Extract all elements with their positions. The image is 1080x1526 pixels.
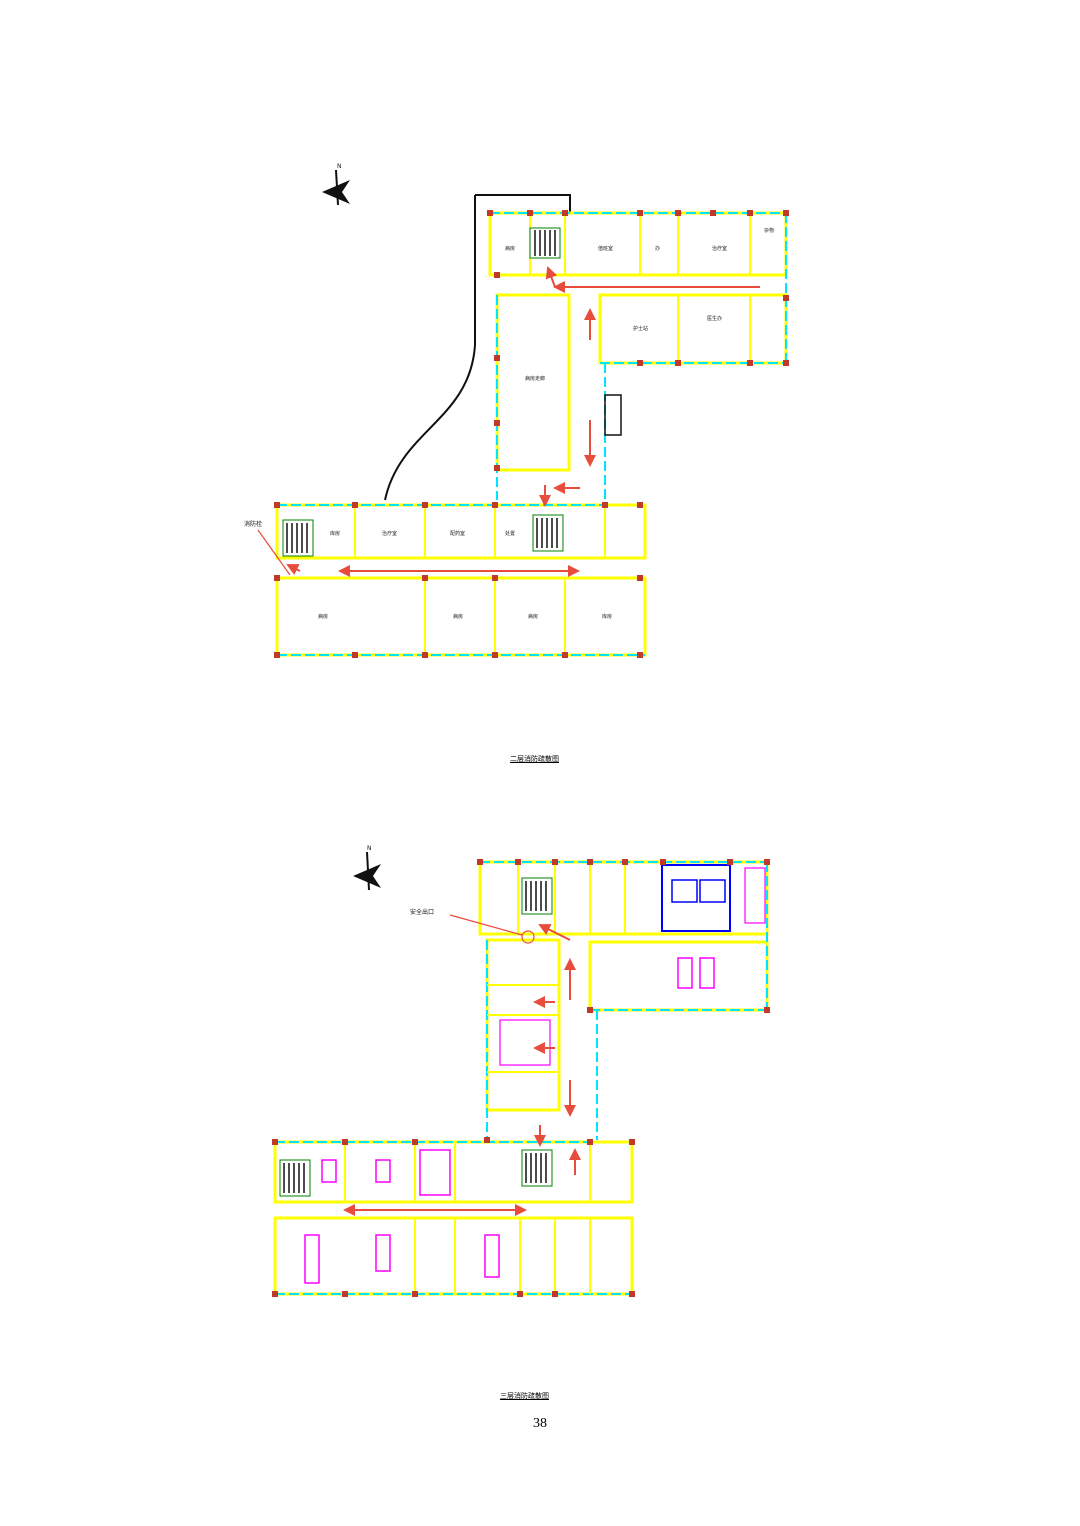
- stair-icon: [282, 519, 314, 557]
- floor-plan-lower: N: [272, 845, 770, 1297]
- room-label: 病房走廊: [525, 375, 545, 382]
- room-label: 护士站: [633, 325, 648, 332]
- callout-label: 安全出口: [410, 908, 434, 916]
- room-label: 病房: [505, 245, 515, 252]
- room-label: 库房: [330, 530, 340, 537]
- page-number: 38: [533, 1416, 547, 1431]
- north-arrow-icon: N: [322, 163, 350, 206]
- stair-icon: [532, 514, 564, 552]
- room-label: 病房: [318, 613, 328, 620]
- floor-plan-upper: N: [244, 163, 789, 658]
- stair-icon: [529, 227, 561, 259]
- room-label: 医生办: [707, 315, 722, 322]
- column-icon: [272, 859, 770, 1297]
- figure-caption-upper: 二层消防疏散图: [510, 755, 559, 763]
- stair-icon: [521, 1149, 553, 1187]
- north-label: N: [367, 845, 372, 852]
- stair-icon: [521, 877, 553, 915]
- evacuation-arrow-icon: [343, 924, 581, 1216]
- room-label: 处置: [505, 530, 515, 537]
- room-label: 值班室: [598, 245, 613, 252]
- room-label: 治疗室: [382, 530, 397, 537]
- room-label: 办: [655, 245, 660, 252]
- room-label: 库房: [602, 613, 612, 620]
- north-arrow-icon: N: [353, 845, 381, 891]
- room-label: 病房: [453, 613, 463, 620]
- north-label: N: [337, 163, 342, 170]
- callout-label: 消防栓: [244, 520, 262, 528]
- evacuation-arrow-icon: [286, 266, 760, 577]
- room-label: 病房: [528, 613, 538, 620]
- figure-caption-lower: 三层消防疏散图: [500, 1392, 549, 1400]
- stair-icon: [279, 1159, 311, 1197]
- room-label: 配药室: [450, 530, 465, 537]
- column-icon: [274, 210, 789, 658]
- room-label: 治疗室: [712, 245, 727, 252]
- room-label: 杂物: [764, 227, 774, 234]
